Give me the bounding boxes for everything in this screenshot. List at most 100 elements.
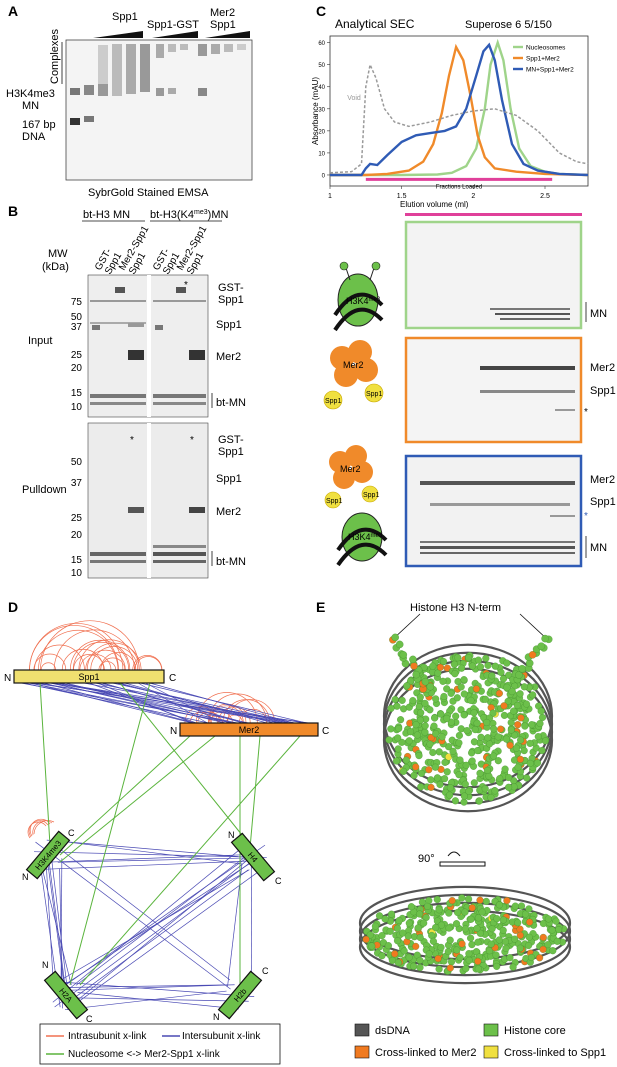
gel-nucleosomes bbox=[404, 220, 583, 330]
histone-atom bbox=[494, 733, 502, 741]
histone-atom bbox=[467, 934, 475, 942]
histone-atom bbox=[538, 713, 547, 722]
intra-xlink-arc bbox=[29, 818, 51, 837]
histone-atom bbox=[471, 726, 479, 734]
mw-tick: 20 bbox=[71, 363, 83, 374]
histone-atom bbox=[522, 700, 531, 708]
histone-atom bbox=[447, 958, 456, 966]
histone-atom bbox=[437, 710, 445, 718]
histone-atom bbox=[511, 902, 519, 910]
mw-unit-label: (kDa) bbox=[42, 261, 69, 273]
histone-atom bbox=[485, 740, 494, 748]
histone-atom bbox=[429, 937, 437, 945]
lane-label-spp1-b: Spp1 bbox=[210, 19, 236, 31]
histone-atom bbox=[437, 943, 445, 951]
nucleosome-xlink-line bbox=[249, 735, 261, 849]
histone-atom bbox=[495, 936, 503, 944]
inter-xlink-line bbox=[57, 857, 254, 863]
histone-atom bbox=[394, 959, 402, 967]
panel-e-letter: E bbox=[316, 599, 325, 615]
histone-atom bbox=[431, 763, 439, 771]
histone-atom bbox=[455, 771, 463, 779]
histone-atom bbox=[421, 722, 429, 730]
lane-label-spp1-gst: Spp1-GST bbox=[147, 19, 199, 31]
histone-atom bbox=[499, 926, 507, 934]
histone-atom bbox=[506, 741, 514, 749]
intra-xlink-arc bbox=[40, 662, 57, 671]
histone-atom bbox=[425, 950, 433, 958]
histone-atom bbox=[527, 953, 536, 962]
gel-mn-spp1-mer2 bbox=[404, 454, 583, 568]
inter-xlink-line bbox=[51, 842, 231, 981]
intra-xlink-arc bbox=[61, 648, 105, 671]
gel-band bbox=[153, 300, 206, 302]
intra-xlink-arc bbox=[100, 657, 126, 671]
nucleosome-xlink-line bbox=[39, 682, 51, 846]
histone-atom bbox=[443, 768, 451, 776]
mw-tick: 15 bbox=[71, 388, 83, 399]
emsa-caption: SybrGold Stained EMSA bbox=[88, 187, 209, 199]
histone-atom bbox=[470, 738, 478, 746]
histone-atom bbox=[391, 695, 399, 704]
intra-xlink-arc bbox=[32, 820, 53, 836]
legend-swatch-mer2 bbox=[354, 1045, 370, 1059]
histone-atom bbox=[502, 944, 510, 952]
histone-atom bbox=[461, 908, 469, 916]
band-label-spp1: Spp1 bbox=[216, 319, 242, 331]
label-167bp: 167 bp bbox=[22, 119, 56, 131]
intra-xlink-arc bbox=[69, 639, 131, 671]
band-label-spp1: Spp1 bbox=[218, 294, 244, 306]
inter-xlink-line bbox=[37, 682, 286, 724]
gel-band bbox=[90, 394, 146, 398]
legend-swatch-spp1 bbox=[483, 1045, 499, 1059]
inter-xlink-line bbox=[59, 984, 235, 991]
histone-atom bbox=[474, 914, 482, 922]
gel-band bbox=[90, 322, 146, 324]
histone-atom bbox=[495, 689, 503, 697]
mw-tick: 25 bbox=[71, 513, 83, 524]
histone-atom bbox=[536, 719, 544, 728]
histone-atom bbox=[452, 920, 461, 928]
histone-atom bbox=[395, 724, 403, 733]
histone-atom bbox=[385, 736, 393, 744]
gel-label-mer2: Mer2 bbox=[590, 362, 615, 374]
gel-band bbox=[168, 88, 176, 94]
fractions-bar bbox=[405, 213, 582, 216]
nucleosome-structure-front bbox=[382, 633, 554, 813]
histone-atom bbox=[474, 957, 482, 965]
histone-atom bbox=[484, 734, 492, 742]
band-label-mer2: Mer2 bbox=[216, 351, 241, 363]
terminus-c: C bbox=[262, 966, 269, 976]
histone-atom bbox=[423, 902, 432, 910]
histone-atom bbox=[452, 712, 460, 720]
inter-xlink-line bbox=[43, 682, 195, 724]
series-line-mn-spp1-mer2 bbox=[330, 42, 589, 177]
histone-atom bbox=[446, 791, 454, 799]
histone-atom bbox=[426, 706, 434, 714]
histone-atom bbox=[398, 696, 406, 704]
histone-atom bbox=[394, 734, 402, 742]
series-line-nucleosomes bbox=[330, 38, 589, 177]
histone-atom bbox=[516, 690, 524, 698]
histone-atom bbox=[398, 738, 406, 746]
histone-atom bbox=[468, 941, 476, 949]
gel-band bbox=[90, 552, 146, 556]
gel3-bands bbox=[420, 481, 575, 554]
histone-atom bbox=[439, 677, 447, 685]
inter-xlink-line bbox=[95, 682, 290, 724]
series-line-spp1-mer2 bbox=[330, 43, 589, 177]
histone-atom bbox=[496, 775, 504, 783]
histone-atom bbox=[470, 779, 478, 787]
h3-tail-atom bbox=[515, 671, 523, 679]
histone-atom bbox=[445, 909, 453, 917]
legend-swatch-histone bbox=[483, 1023, 499, 1037]
terminus-c: C bbox=[86, 1014, 93, 1024]
histone-atom bbox=[454, 908, 462, 917]
histone-atom bbox=[461, 780, 469, 788]
histone-atom bbox=[406, 728, 415, 736]
histone-atom bbox=[435, 906, 443, 914]
histone-atom bbox=[407, 903, 415, 911]
x-axis-label: Elution volume (ml) bbox=[400, 200, 469, 209]
intra-xlink-arc bbox=[38, 629, 119, 671]
histone-atom bbox=[521, 722, 529, 730]
